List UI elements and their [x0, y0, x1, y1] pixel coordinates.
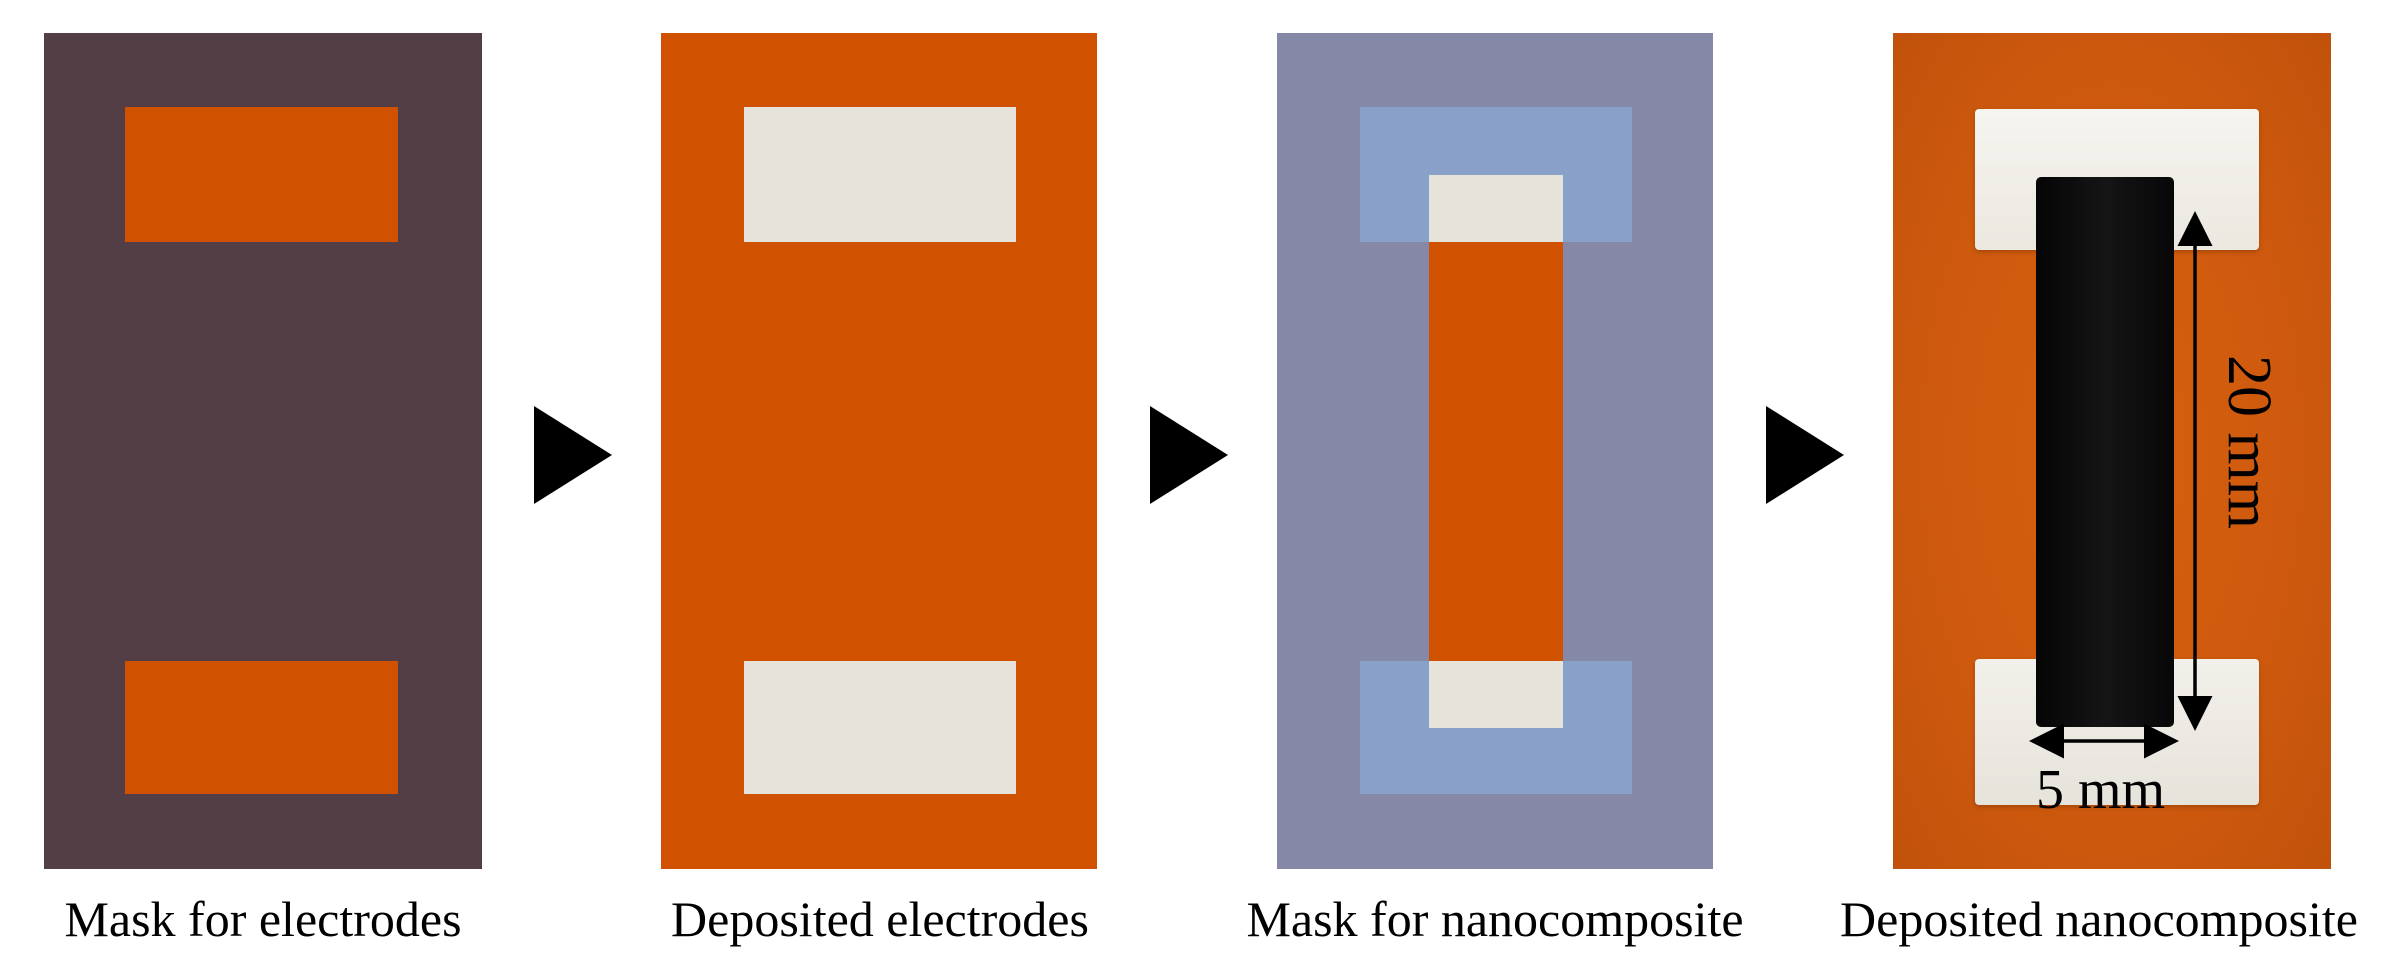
- nanocomposite-film: [2036, 177, 2174, 727]
- exposed-electrode-top: [1429, 175, 1563, 242]
- exposed-electrode-bottom: [1429, 661, 1563, 728]
- panel-deposited-electrodes: [661, 33, 1097, 869]
- caption-deposited-electrodes: Deposited electrodes: [671, 891, 1089, 947]
- process-arrow-2: [1150, 406, 1228, 504]
- electrode-opening-bottom: [125, 661, 398, 794]
- electrode-top: [744, 107, 1016, 242]
- caption-deposited-nanocomposite: Deposited nanocomposite: [1840, 891, 2358, 947]
- length-label: 20 mm: [2215, 355, 2283, 529]
- caption-mask-electrodes: Mask for electrodes: [64, 891, 462, 947]
- width-label: 5 mm: [2036, 759, 2166, 821]
- process-arrow-1: [534, 406, 612, 504]
- panel-mask-electrodes: [44, 33, 482, 869]
- caption-mask-nanocomposite: Mask for nanocomposite: [1246, 891, 1744, 947]
- electrode-opening-top: [125, 107, 398, 242]
- electrode-bottom: [744, 661, 1016, 794]
- panel-mask-nanocomposite: [1277, 33, 1713, 869]
- process-arrow-3: [1766, 406, 1844, 504]
- nanocomposite-opening: [1429, 175, 1563, 728]
